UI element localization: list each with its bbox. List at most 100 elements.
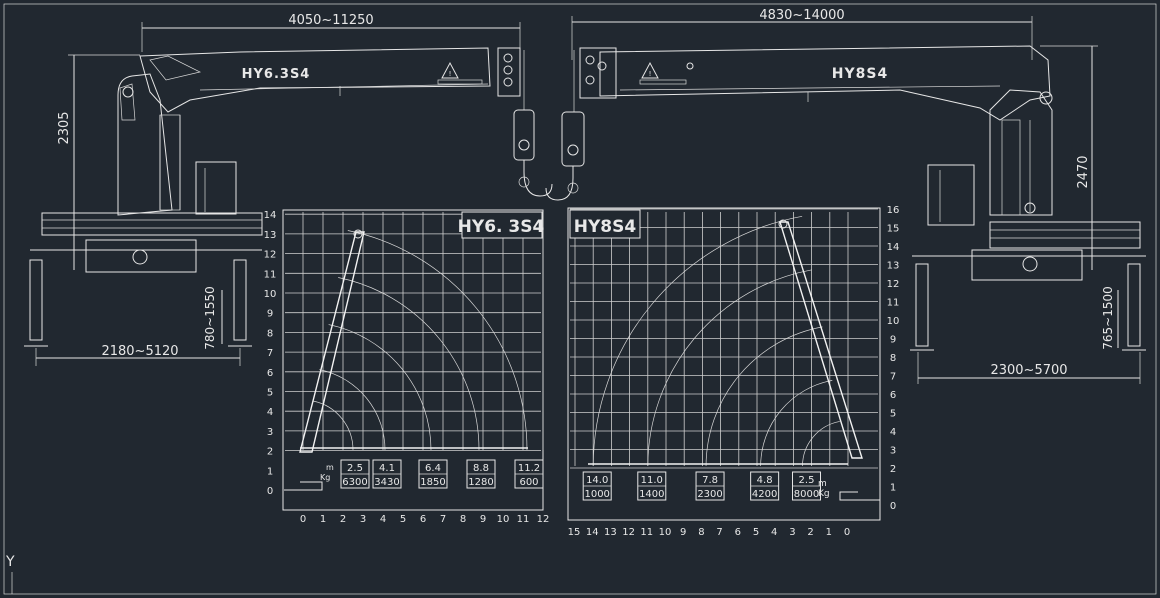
right-outrigger-beam — [989, 221, 1141, 249]
right-x-tick-label: 1 — [826, 527, 832, 538]
left-y-tick-label: 12 — [264, 250, 277, 261]
left-boom-model-label: HY6.3S4 — [242, 67, 311, 82]
right-y-tick-label: 1 — [890, 483, 896, 494]
right-x-tick-label: 6 — [735, 527, 741, 538]
left-x-tick-label: 11 — [517, 514, 530, 525]
right-column — [989, 89, 1053, 216]
right-y-tick-label: 10 — [887, 316, 900, 327]
right-hook-icon — [545, 166, 574, 201]
left-chart-unit-m: m — [326, 463, 334, 472]
right-dim-height-text: 2470 — [1076, 155, 1091, 188]
right-chart-frame — [567, 207, 881, 521]
right-y-tick-label: 6 — [890, 390, 896, 401]
left-boom-gusset — [149, 55, 202, 81]
left-load-radius: 2.5 — [347, 463, 363, 474]
left-leg-b — [233, 259, 247, 341]
right-pivot-pin — [1039, 91, 1053, 105]
left-chart-curves — [312, 230, 528, 451]
right-load-radius: 2.5 — [799, 475, 815, 486]
left-x-tick-label: 1 — [320, 514, 326, 525]
left-x-tick-label: 8 — [460, 514, 466, 525]
left-base-frame — [85, 239, 197, 273]
left-chart-unit-kg: Kg — [320, 473, 330, 482]
right-y-tick-label: 3 — [890, 446, 896, 457]
right-oil-tank — [927, 164, 975, 226]
right-chart-boom — [779, 221, 863, 459]
right-y-tick-label: 12 — [887, 279, 900, 290]
right-y-tick-label: 4 — [890, 427, 896, 438]
right-load-kg: 2300 — [697, 489, 722, 500]
right-slewing-center — [1022, 256, 1038, 272]
left-load-kg: 1850 — [420, 477, 445, 488]
right-y-tick-label: 14 — [887, 242, 900, 253]
left-warning-sticker — [437, 79, 483, 85]
right-chart-boom-tip — [778, 219, 788, 229]
right-warning-mark: ! — [649, 70, 652, 78]
right-x-tick-label: 7 — [716, 527, 722, 538]
right-dim-bottom-text: 2300~5700 — [990, 363, 1067, 378]
right-load-kg: 1400 — [639, 489, 664, 500]
left-y-tick-label: 11 — [264, 269, 277, 280]
left-warning-mark: ! — [449, 70, 452, 78]
right-x-tick-label: 4 — [771, 527, 777, 538]
right-dim-top-text: 4830~14000 — [759, 8, 844, 23]
left-y-tick-label: 8 — [267, 328, 273, 339]
right-hook-pin — [567, 144, 579, 156]
right-warning-triangle-icon — [641, 61, 659, 79]
right-base-frame — [971, 249, 1083, 281]
left-y-tick-label: 6 — [267, 368, 273, 379]
right-chart-base — [839, 491, 880, 501]
right-load-kg: 4200 — [752, 489, 777, 500]
left-warning-triangle-icon — [441, 61, 459, 79]
left-x-tick-label: 6 — [420, 514, 426, 525]
left-x-tick-label: 2 — [340, 514, 346, 525]
right-working-range-curve — [592, 215, 803, 467]
left-dim-top-text: 4050~11250 — [288, 13, 373, 28]
left-load-radius: 11.2 — [518, 463, 540, 474]
right-x-tick-label: 10 — [659, 527, 672, 538]
right-load-radius: 14.0 — [586, 475, 608, 486]
right-dim-leg-text: 765~1500 — [1101, 286, 1115, 350]
right-x-tick-label: 0 — [844, 527, 850, 538]
right-y-tick-label: 5 — [890, 409, 896, 420]
right-y-tick-label: 13 — [887, 261, 900, 272]
right-crane-drawing: 4830~14000 2470 HY8S4 ! — [545, 8, 1146, 384]
right-x-tick-label: 11 — [640, 527, 653, 538]
right-hook-block — [561, 111, 585, 167]
left-chart-boom — [299, 231, 365, 453]
right-boom-inner — [619, 85, 1001, 91]
right-chart-curves — [592, 215, 840, 467]
left-y-tick-label: 9 — [267, 309, 273, 320]
right-hook-eye — [567, 182, 579, 194]
right-boom-bolt — [686, 62, 694, 70]
left-chart-title-box — [461, 211, 543, 239]
right-x-tick-label: 15 — [568, 527, 581, 538]
left-crane-drawing: 4050~11250 2305 HY6.3S4 ! — [24, 13, 553, 366]
left-y-tick-label: 13 — [264, 230, 277, 241]
left-cylinder-body — [159, 114, 181, 211]
left-chart-base — [284, 481, 323, 491]
right-x-tick-label: 2 — [807, 527, 813, 538]
left-load-kg: 3430 — [374, 477, 399, 488]
right-y-tick-label: 0 — [890, 501, 896, 512]
left-y-tick-label: 2 — [267, 447, 273, 458]
left-chart-boom-tip — [353, 229, 363, 239]
right-sheave-3 — [585, 75, 595, 85]
viewport-border — [3, 3, 1157, 595]
right-chart-grid — [570, 208, 878, 469]
left-y-tick-label: 5 — [267, 388, 273, 399]
left-dim-leg-text: 780~1550 — [203, 286, 217, 350]
right-y-tick-label: 15 — [887, 224, 900, 235]
left-hook-pin — [518, 139, 530, 151]
right-load-radius: 4.8 — [757, 475, 773, 486]
right-working-range-curve — [705, 326, 823, 467]
left-load-radius: 6.4 — [425, 463, 441, 474]
right-chart-title: HY8S4 — [574, 217, 637, 237]
left-load-kg: 6300 — [342, 477, 367, 488]
left-x-tick-label: 4 — [380, 514, 386, 525]
